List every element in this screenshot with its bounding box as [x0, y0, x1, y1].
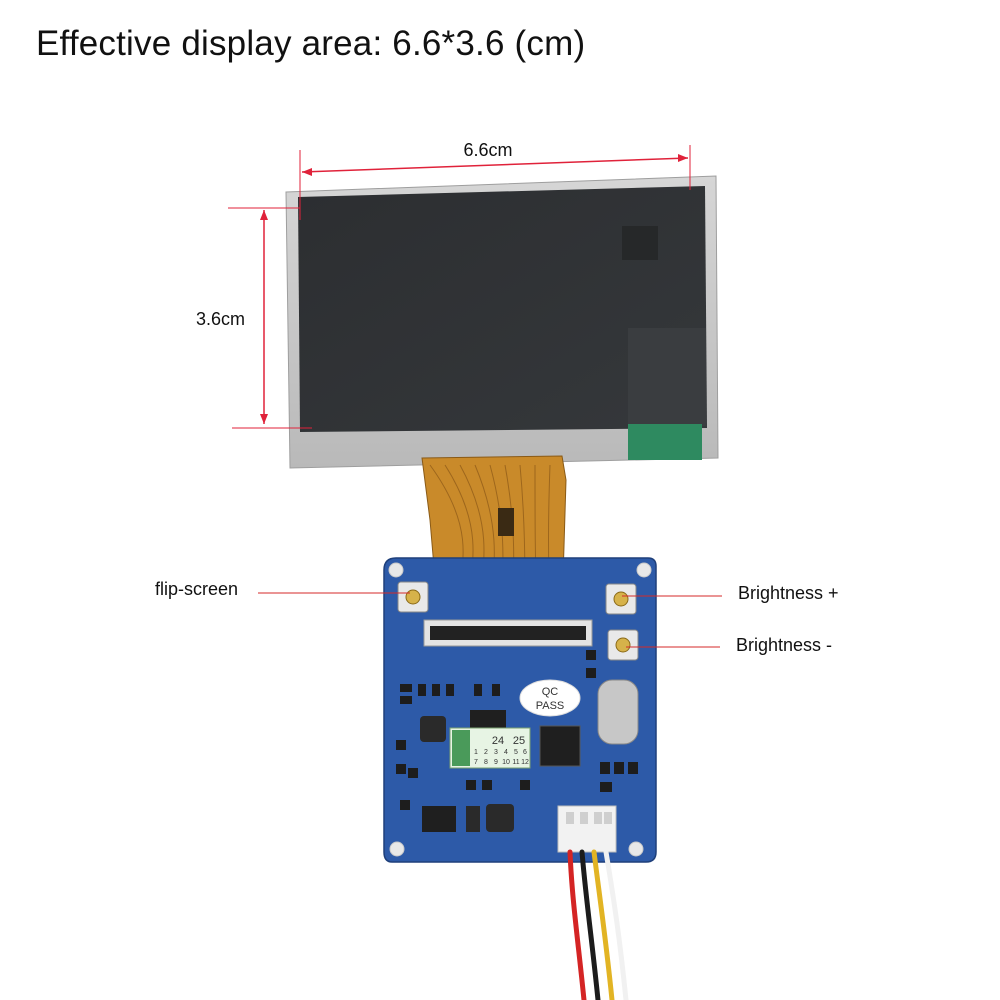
- width-label: 6.6cm: [463, 140, 512, 160]
- qc-stamp-line2: PASS: [536, 700, 565, 712]
- grid-r1-5: 5: [514, 749, 518, 756]
- lcd-glass: [298, 186, 707, 432]
- fpc-connector-slot: [430, 626, 586, 640]
- power-connector: [557, 805, 617, 853]
- brightness-down-button: [607, 629, 639, 661]
- inductor-1: [420, 716, 446, 742]
- height-dimension: 3.6cm: [196, 207, 312, 429]
- test-grid-label: 24 25 1 2 3 4 5 6 7 8 9 10 11 12: [449, 727, 531, 769]
- grid-r2-6: 12: [521, 759, 529, 766]
- lcd-green-tab: [628, 424, 702, 460]
- height-label: 3.6cm: [196, 309, 245, 329]
- grid-r1-3: 3: [494, 749, 498, 756]
- mount-hole-br: [628, 841, 644, 857]
- grid-r2-3: 9: [494, 759, 498, 766]
- lcd-reflection-patch: [628, 328, 706, 426]
- main-ic: [539, 725, 581, 767]
- wire-white: [603, 849, 629, 1000]
- mount-hole-bl: [389, 841, 405, 857]
- lcd-corner-mark: [622, 226, 658, 260]
- brightness-up-button: [605, 583, 637, 615]
- grid-r2-4: 10: [502, 759, 510, 766]
- inductor-3: [466, 806, 480, 832]
- grid-r2-2: 8: [484, 759, 488, 766]
- flex-chip: [498, 508, 514, 536]
- wire-red: [567, 849, 587, 1000]
- mount-hole-tr: [636, 562, 652, 578]
- smd-components: [396, 650, 638, 810]
- flip-screen-button: [397, 581, 429, 613]
- grid-r1-2: 2: [484, 749, 488, 756]
- grid-r1-4: 4: [504, 749, 508, 756]
- qc-stamp-line1: QC: [542, 686, 559, 698]
- callout-brightness-up: Brightness +: [738, 583, 839, 603]
- lcd-module: [285, 175, 719, 469]
- grid-r2-5: 11: [512, 759, 519, 766]
- grid-r1-1: 1: [474, 749, 478, 756]
- qc-pass-stamp: QC PASS: [519, 679, 581, 717]
- callout-lines: [258, 592, 722, 648]
- width-dimension-line: [301, 157, 689, 173]
- wire-black: [579, 849, 601, 1000]
- ic-3: [422, 806, 456, 832]
- grid-r2-1: 7: [474, 759, 478, 766]
- wire-yellow: [591, 849, 615, 1000]
- grid-r1-6: 6: [523, 749, 527, 756]
- crystal-oscillator: [597, 679, 639, 745]
- power-wires: [567, 849, 629, 1000]
- page-title: Effective display area: 6.6*3.6 (cm): [36, 24, 586, 63]
- mount-hole-tl: [388, 562, 404, 578]
- ic-2: [470, 710, 506, 728]
- driver-board: QC PASS 24 25 1 2 3 4 5 6 7 8 9 10 11 12: [383, 557, 657, 863]
- callout-flip-screen: flip-screen: [155, 579, 239, 599]
- inductor-2: [486, 804, 514, 832]
- grid-top-2: 25: [513, 735, 525, 747]
- grid-top-1: 24: [492, 735, 504, 747]
- callout-brightness-down: Brightness -: [736, 635, 833, 655]
